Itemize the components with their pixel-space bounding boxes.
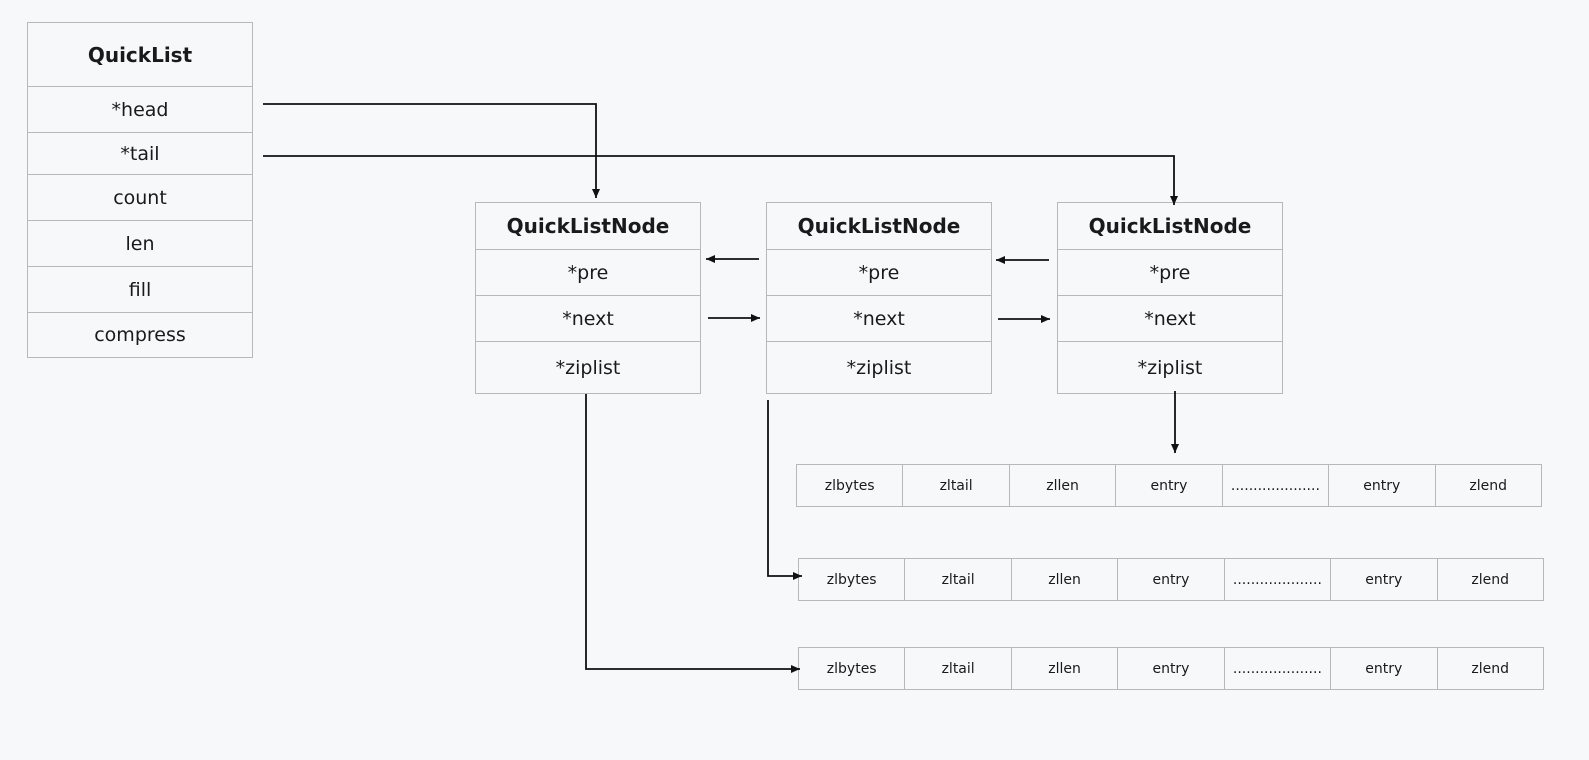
ziplist-cell-zlbytes: zlbytes — [826, 660, 877, 677]
ziplist-cell-entry: entry — [1330, 648, 1436, 689]
head-pointer-arrow — [263, 103, 600, 198]
quicklist-field-fill: fill — [28, 266, 252, 312]
quicklist-field-count: count — [28, 174, 252, 220]
quicklist-field-len: len — [28, 220, 252, 266]
quicklist-field-compress: compress — [28, 312, 252, 357]
ziplist-cell-zlend: zlend — [1434, 465, 1541, 506]
ziplist-cell-zltail: zltail — [904, 559, 1010, 600]
quicklistnode-2: QuickListNode *pre *next *ziplist — [766, 202, 992, 394]
ziplist-pointer-node1 — [585, 394, 800, 673]
ziplist-cell-entry: entry — [1330, 559, 1436, 600]
ziplist-1: zlbytes zltail zllen entry .............… — [796, 464, 1542, 507]
quicklist-field-head: *head — [28, 86, 252, 132]
ziplist-3: zlbytes zltail zllen entry .............… — [798, 647, 1544, 690]
quicklist-struct: QuickList *head *tail count len fill com… — [27, 22, 253, 358]
ziplist-cell-zllen: zllen — [1008, 465, 1115, 506]
node-title: QuickListNode — [797, 214, 961, 238]
ziplist-cell-zlend: zlend — [1436, 648, 1543, 689]
node-field-next: *next — [767, 295, 991, 341]
ziplist-cell-entry: entry — [1117, 648, 1223, 689]
ziplist-cell-entry: entry — [1115, 465, 1221, 506]
ziplist-cell-zltail: zltail — [904, 648, 1010, 689]
ziplist-cell-zlbytes: zlbytes — [826, 571, 877, 588]
node-field-ziplist: *ziplist — [1058, 341, 1282, 393]
node-field-ziplist: *ziplist — [767, 341, 991, 393]
node-field-ziplist: *ziplist — [476, 341, 700, 393]
node-field-pre: *pre — [476, 249, 700, 295]
ziplist-cell-entry: entry — [1328, 465, 1434, 506]
ziplist-cell-zlend: zlend — [1436, 559, 1543, 600]
ziplist-2: zlbytes zltail zllen entry .............… — [798, 558, 1544, 601]
ziplist-cell-ellipsis: .................... — [1221, 465, 1328, 506]
quicklist-field-tail: *tail — [28, 132, 252, 174]
tail-pointer-arrow — [263, 155, 1178, 205]
quicklistnode-1: QuickListNode *pre *next *ziplist — [475, 202, 701, 394]
ziplist-pointer-node2 — [767, 400, 802, 580]
node-title: QuickListNode — [1088, 214, 1252, 238]
ziplist-cell-zltail: zltail — [902, 465, 1008, 506]
quicklist-title: QuickList — [87, 42, 193, 67]
node-title: QuickListNode — [506, 214, 670, 238]
node-field-next: *next — [1058, 295, 1282, 341]
node-field-pre: *pre — [767, 249, 991, 295]
ziplist-cell-zlbytes: zlbytes — [824, 477, 875, 494]
ziplist-cell-ellipsis: .................... — [1223, 559, 1330, 600]
ziplist-cell-zllen: zllen — [1010, 648, 1117, 689]
node-field-next: *next — [476, 295, 700, 341]
ziplist-cell-entry: entry — [1117, 559, 1223, 600]
quicklistnode-3: QuickListNode *pre *next *ziplist — [1057, 202, 1283, 394]
node-field-pre: *pre — [1058, 249, 1282, 295]
ziplist-cell-zllen: zllen — [1010, 559, 1117, 600]
ziplist-cell-ellipsis: .................... — [1223, 648, 1330, 689]
